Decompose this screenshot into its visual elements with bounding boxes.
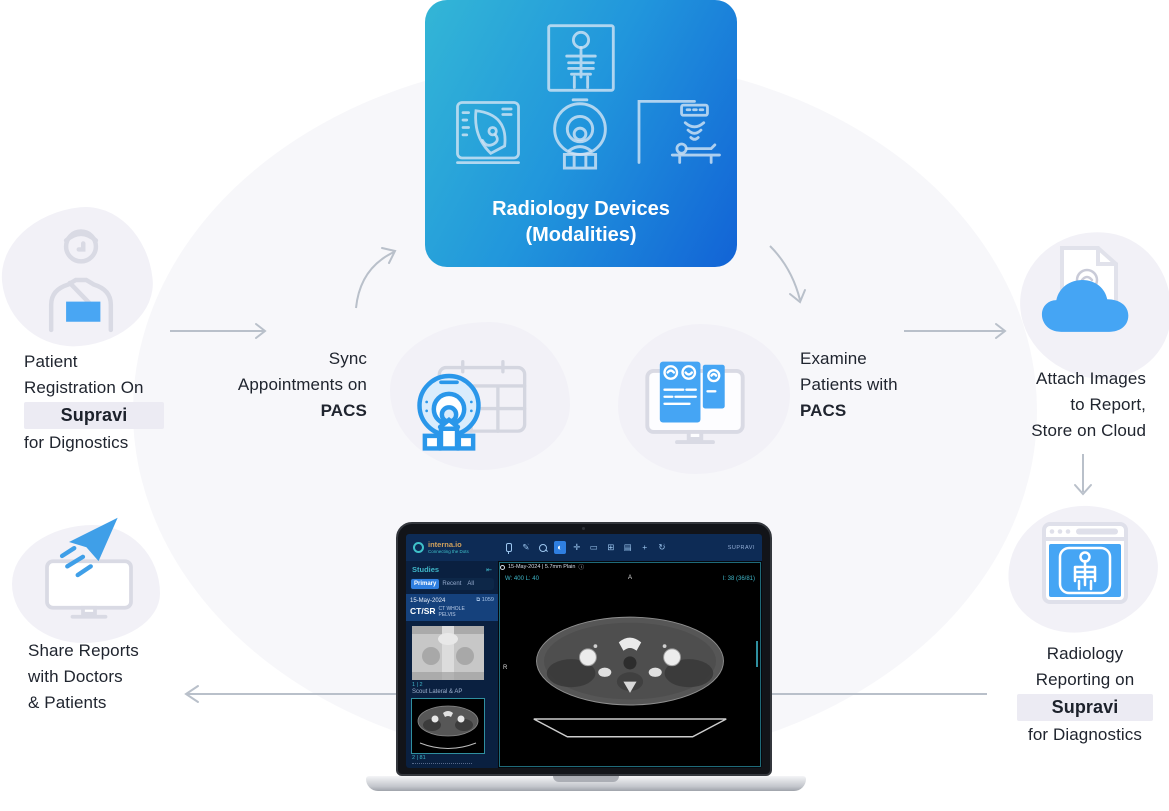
attach-line3: Store on Cloud — [1031, 421, 1146, 440]
orientation-marker-top: A — [627, 575, 633, 581]
dropdown-caret-icon: ˇ — [527, 544, 530, 550]
study-card[interactable]: 15-May-2024 ⧉ 1059 CT/SR CT WHOLE PELVIS — [406, 594, 498, 621]
pan-icon[interactable]: ✛ — [573, 542, 581, 553]
attach-line1: Attach Images — [1036, 369, 1146, 388]
pacs-viewer-screen: interna.io Connecting the Dots ✎ˇ ◐ ✛ ▭ … — [406, 534, 762, 768]
modalities-title: Radiology Devices (Modalities) — [425, 196, 737, 248]
account-name[interactable]: SUPRAVI — [727, 544, 755, 551]
layout-icon[interactable]: ⊞ — [607, 542, 615, 553]
study-date: 15-May-2024 — [410, 597, 446, 604]
ct-axial-image — [533, 616, 727, 738]
radiology-reporting-label: Radiology Reporting on Supravi for Diagn… — [1005, 641, 1165, 748]
collapse-sidebar-icon[interactable]: ⇤ — [486, 566, 492, 574]
study-description: CT WHOLE PELVIS — [438, 606, 465, 618]
attach-images-label: Attach Images to Report, Store on Cloud — [988, 366, 1146, 444]
reporting-highlight: Supravi — [1017, 694, 1153, 721]
tab-primary[interactable]: Primary — [411, 579, 440, 589]
flow-arrow-registration-to-sync — [170, 323, 267, 339]
flow-arrow-attach-to-reporting — [1074, 454, 1092, 496]
patient-registration-line1: Patient — [24, 352, 78, 371]
examine-patients-label: Examine Patients with PACS — [800, 346, 940, 424]
instance-overlay: I: 38 (36/81) — [722, 576, 755, 582]
sync-line3: PACS — [320, 401, 367, 420]
pacs-topbar: interna.io Connecting the Dots ✎ˇ ◐ ✛ ▭ … — [406, 534, 762, 561]
tab-recent[interactable]: Recent — [442, 581, 462, 587]
microphone-icon[interactable] — [503, 541, 515, 554]
viewer-toolbar: ✎ˇ ◐ ✛ ▭ ⊞ ▤ + ↻ˇ — [503, 541, 668, 554]
info-icon[interactable]: ⓘ — [578, 565, 584, 571]
zoom-icon[interactable] — [537, 541, 549, 554]
reporting-line3: for Diagnostics — [1028, 725, 1142, 744]
examine-monitor-icon — [645, 361, 745, 445]
flow-arrow-modalities-to-examine — [769, 245, 806, 304]
share-line3: & Patients — [28, 693, 107, 712]
thumbnail-scout-index: 1 | 2 — [412, 682, 423, 688]
series-status-icon — [500, 564, 505, 570]
xray-icon — [547, 24, 615, 92]
share-monitor-icon — [45, 559, 133, 619]
ct-scanner-icon — [637, 100, 721, 164]
viewport-scrollbar[interactable] — [756, 641, 758, 667]
studies-tabs: Primary Recent All — [410, 578, 494, 590]
share-line1: Share Reports — [28, 641, 139, 660]
reporting-line2: Reporting on — [1035, 670, 1135, 689]
laptop-camera — [582, 527, 585, 530]
laptop-base-notch — [553, 776, 619, 782]
study-modality: CT/SR — [410, 606, 436, 616]
annotate-icon[interactable]: ✎ˇ — [522, 542, 530, 553]
modalities-box: Radiology Devices (Modalities) — [425, 0, 737, 267]
modalities-title-line2: (Modalities) — [525, 224, 637, 246]
series-label: 15-May-2024 | 5.7mm Plain — [508, 564, 576, 570]
flow-arrow-sync-to-modalities — [355, 247, 397, 309]
patient-icon — [48, 229, 114, 333]
image-viewport[interactable]: 15-May-2024 | 5.7mm Plain ⓘ W: 400 L: 40… — [499, 562, 761, 767]
export-icon[interactable]: ▤ — [623, 542, 632, 553]
dropdown-caret-icon: ˇ — [663, 544, 666, 550]
laptop-mockup: interna.io Connecting the Dots ✎ˇ ◐ ✛ ▭ … — [366, 518, 806, 804]
app-logo — [413, 542, 424, 553]
modalities-title-line1: Radiology Devices — [492, 198, 670, 220]
thumbnail-scout-caption: Scout Lateral & AP — [412, 689, 463, 695]
laptop-base — [366, 776, 806, 791]
attach-line2: to Report, — [1070, 395, 1146, 414]
thumbnail-axial-1-index: 2 | 81 — [412, 755, 426, 761]
patient-registration-label: Patient Registration On Supravi for Dign… — [24, 349, 176, 456]
study-accession: ⧉ 1059 — [476, 597, 494, 603]
orientation-marker-left: R — [503, 664, 508, 671]
patient-registration-line2: Registration On — [24, 378, 144, 397]
cine-icon[interactable]: ▭ — [589, 542, 598, 553]
thumbnail-divider — [412, 763, 472, 764]
patient-registration-line3: for Dignostics — [24, 433, 129, 452]
share-reports-label: Share Reports with Doctors & Patients — [28, 638, 178, 716]
mri-blue-icon — [417, 373, 481, 451]
paper-plane-icon — [59, 517, 118, 578]
tab-all[interactable]: All — [467, 581, 475, 587]
patient-registration-highlight: Supravi — [24, 402, 164, 429]
app-brand-name: interna.io — [428, 540, 462, 549]
mri-icon — [553, 98, 607, 170]
sync-appointments-label: Sync Appointments on PACS — [217, 346, 367, 424]
thumbnail-axial-1[interactable] — [411, 698, 485, 754]
studies-sidebar: Studies ⇤ Primary Recent All 15-May-2024… — [406, 561, 498, 768]
examine-line1: Examine — [800, 349, 867, 368]
thumbnail-scout[interactable] — [412, 626, 484, 680]
examine-line3: PACS — [800, 401, 847, 420]
app-tagline: Connecting the Dots — [428, 548, 469, 554]
reporting-browser-icon — [1042, 522, 1128, 604]
add-icon[interactable]: + — [642, 542, 648, 553]
ultrasound-icon — [456, 101, 520, 164]
studies-header: Studies — [412, 565, 440, 574]
series-info: 15-May-2024 | 5.7mm Plain ⓘ — [500, 563, 760, 571]
reporting-line1: Radiology — [1046, 644, 1124, 663]
sync-line1: Sync — [328, 349, 367, 368]
cloud-icon — [1041, 280, 1129, 332]
share-line2: with Doctors — [28, 667, 123, 686]
flow-arrow-examine-to-attach — [904, 323, 1007, 339]
sync-line2: Appointments on — [237, 375, 367, 394]
reset-icon[interactable]: ↻ˇ — [658, 542, 666, 553]
examine-line2: Patients with — [800, 375, 898, 394]
window-level-icon[interactable]: ◐ — [553, 541, 566, 554]
window-level-overlay: W: 400 L: 40 — [505, 576, 539, 582]
